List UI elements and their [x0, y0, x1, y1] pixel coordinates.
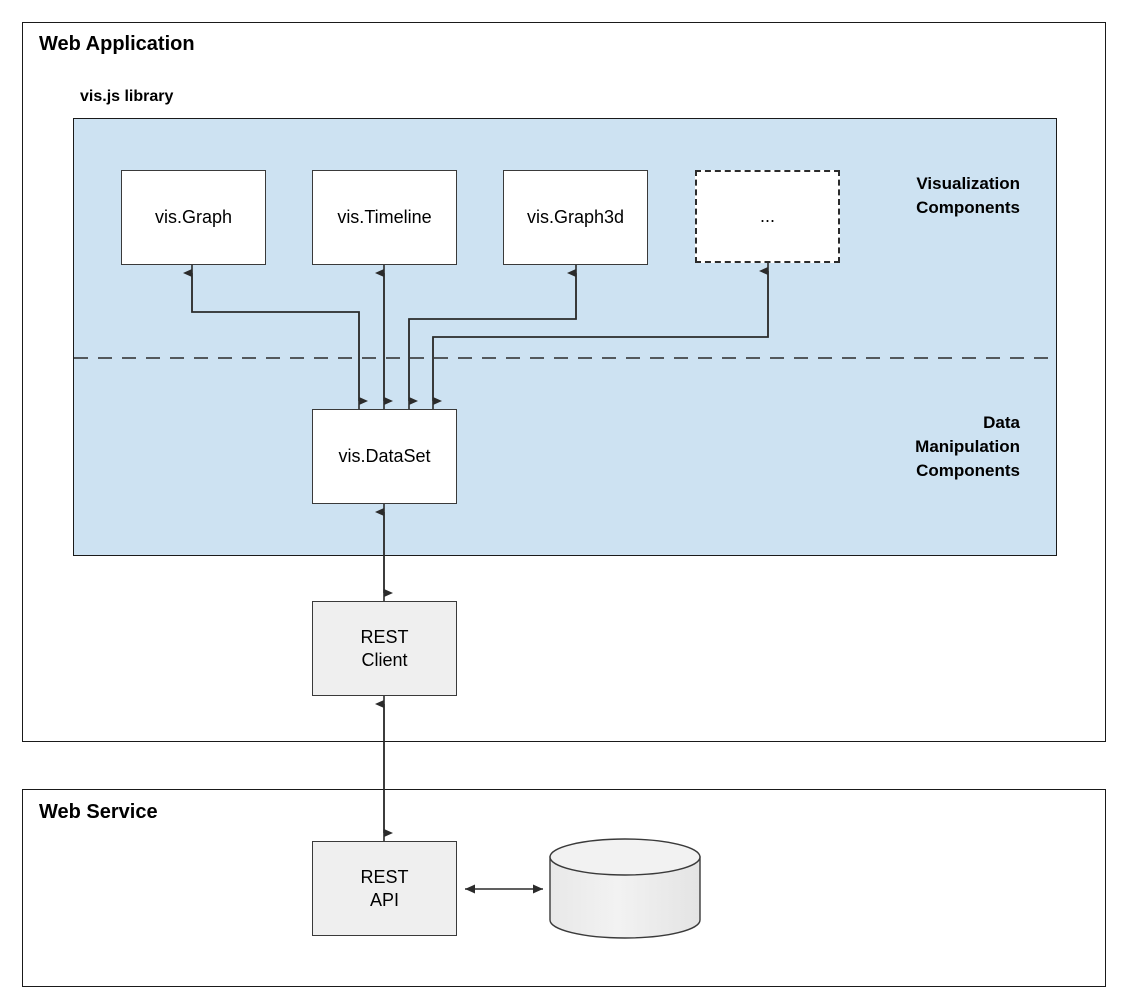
node-vis-graph3d[interactable]: vis.Graph3d: [503, 170, 648, 265]
vis-js-library-title: vis.js library: [80, 88, 174, 105]
node-rest-api[interactable]: REST API: [312, 841, 457, 936]
group-label-visualization: Visualization Components: [916, 174, 1020, 217]
node-vis-graph[interactable]: vis.Graph: [121, 170, 266, 265]
frame-web-service-title: Web Service: [39, 801, 158, 823]
frame-web-application-title: Web Application: [39, 33, 195, 55]
frame-web-application: [22, 22, 1106, 742]
node-vis-dataset[interactable]: vis.DataSet: [312, 409, 457, 504]
node-rest-client[interactable]: REST Client: [312, 601, 457, 696]
group-label-data-manipulation: Data Manipulation Components: [915, 413, 1020, 480]
node-more-components[interactable]: ...: [695, 170, 840, 263]
node-data-store-label: Data: [605, 879, 645, 899]
frame-web-service: [22, 789, 1106, 987]
node-vis-timeline[interactable]: vis.Timeline: [312, 170, 457, 265]
